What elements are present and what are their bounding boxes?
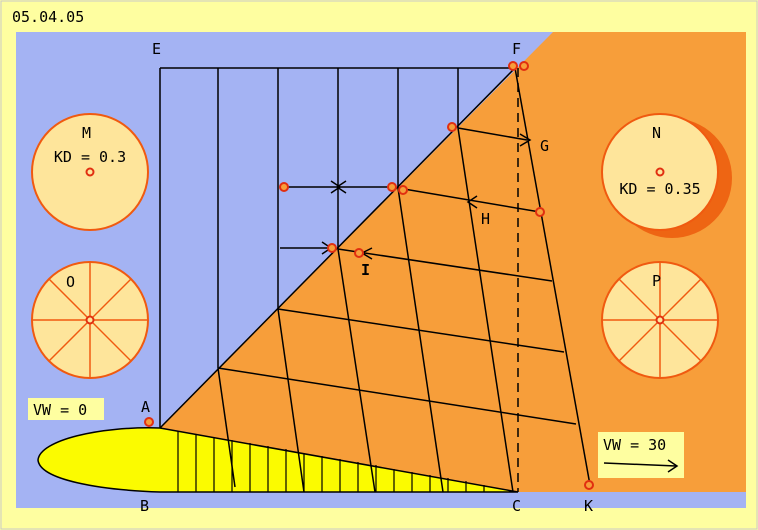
- arrow-right-icon: [603, 459, 679, 473]
- disc-p: P: [601, 261, 719, 379]
- label-h: H: [481, 210, 490, 228]
- airfoil-ribs: [177, 431, 485, 492]
- red-points: [144, 61, 594, 490]
- label-b: B: [140, 497, 149, 515]
- disc-o-label: O: [66, 273, 75, 291]
- disc-m-label: M: [82, 124, 91, 142]
- date-label: 05.04.05: [12, 8, 84, 26]
- wind-left-badge: VW = 0: [28, 398, 104, 420]
- label-g: G: [540, 137, 549, 155]
- wind-left-label: VW = 0: [33, 401, 87, 419]
- airfoil: [37, 427, 519, 493]
- disc-m-kd: KD = 0.3: [54, 148, 126, 166]
- label-f: F: [512, 40, 521, 58]
- label-c: C: [512, 497, 521, 515]
- orange-region: [160, 32, 746, 492]
- disc-p-label: P: [652, 272, 661, 290]
- disc-o: O: [31, 261, 149, 379]
- wind-right-label: VW = 30: [603, 436, 666, 454]
- disc-n-kd: KD = 0.35: [619, 180, 700, 198]
- label-a: A: [141, 398, 150, 416]
- disc-n: N KD = 0.35: [601, 113, 732, 238]
- disc-m: M KD = 0.3: [31, 113, 149, 231]
- label-i: I: [361, 261, 370, 279]
- horizontal-arrows: [280, 180, 390, 255]
- wind-right-badge: VW = 30: [598, 432, 684, 478]
- disc-n-label: N: [652, 124, 661, 142]
- label-k: K: [584, 497, 593, 515]
- skewed-grid: [217, 67, 591, 493]
- label-e: E: [152, 40, 161, 58]
